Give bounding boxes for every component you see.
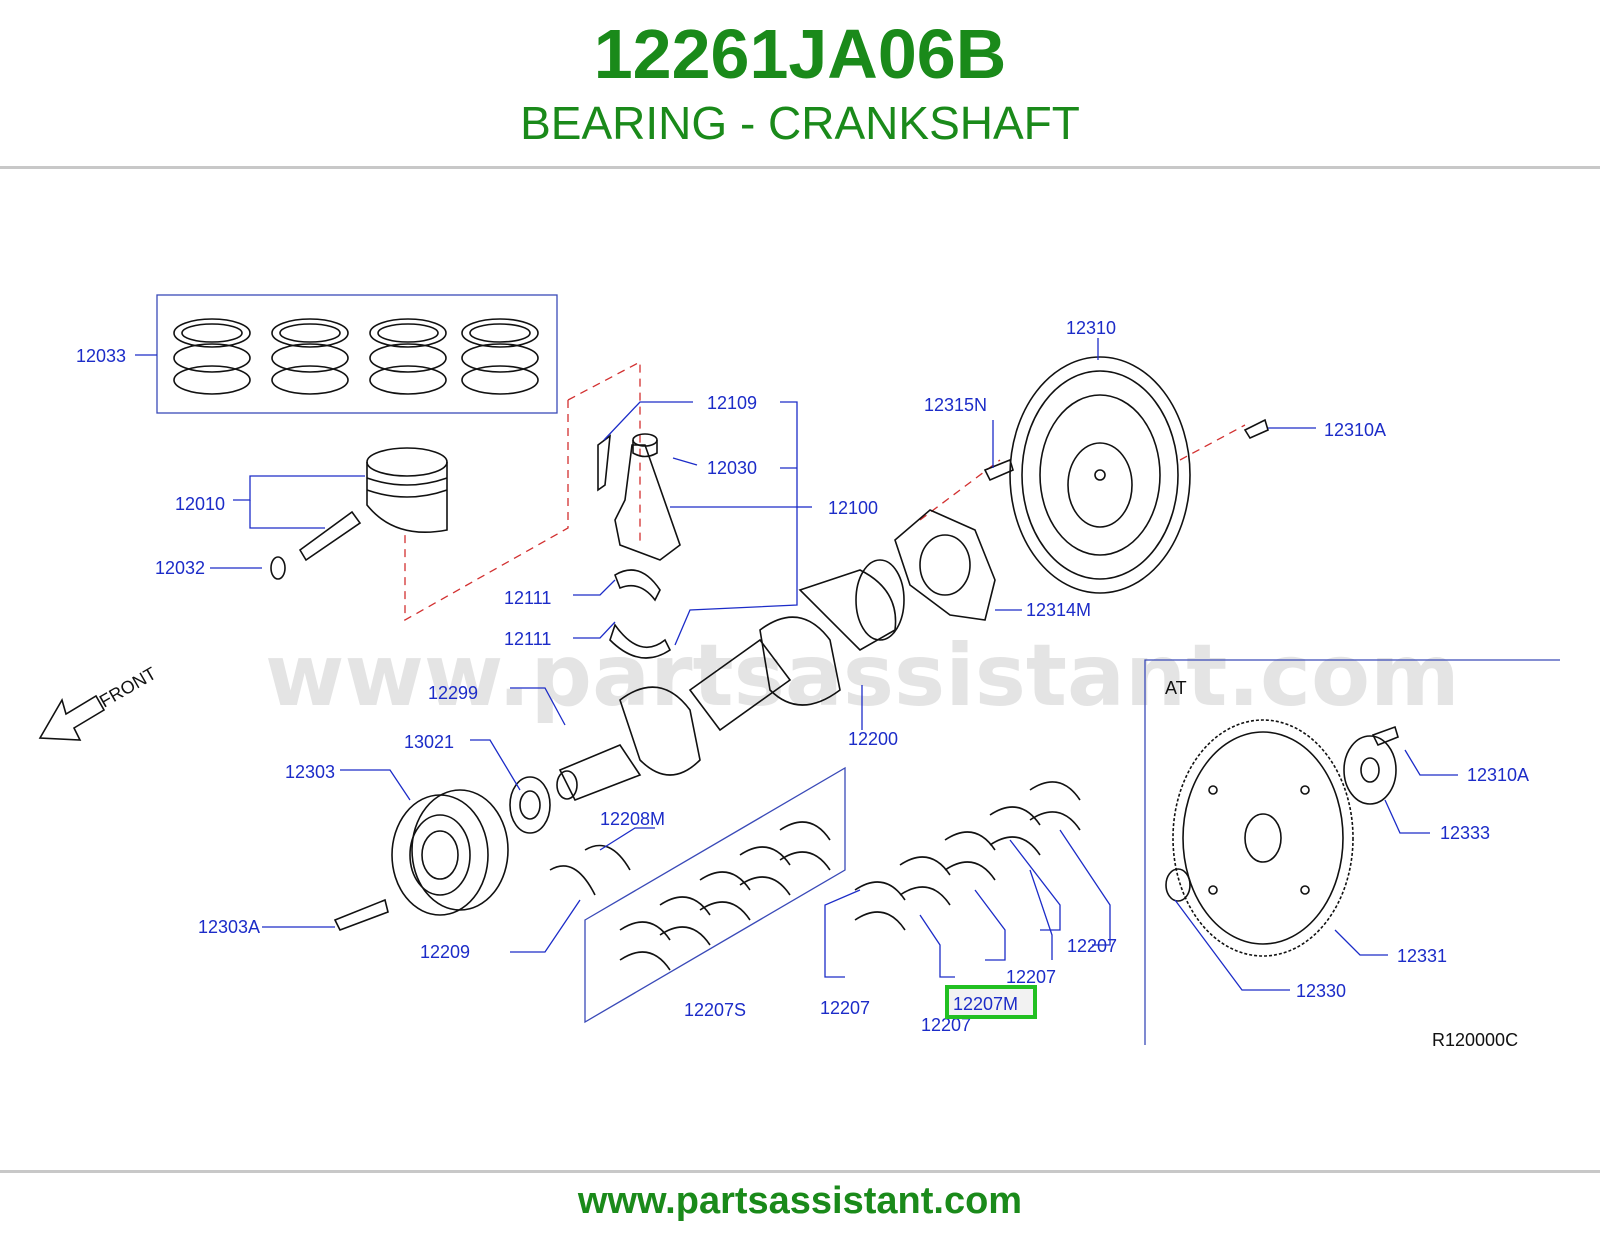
part-name-subtitle: BEARING - CRANKSHAFT [520,97,1080,149]
label-12315N[interactable]: 12315N [924,395,987,415]
piston-drawing [270,447,448,580]
crank-sprocket-drawing [509,776,551,834]
bolts-drawing [333,418,1399,932]
header-divider [0,166,1600,169]
bearing-set-box [584,766,846,1024]
piston-rings-drawing [173,318,539,395]
label-13021[interactable]: 13021 [404,732,454,752]
label-12208M[interactable]: 12208M [600,809,665,829]
label-12207-left[interactable]: 12207 [820,998,870,1018]
label-12032[interactable]: 12032 [155,558,205,578]
footer-divider [0,1170,1600,1173]
reference-code: R120000C [1432,1030,1518,1050]
label-12100[interactable]: 12100 [828,498,878,518]
bearing-set-drawing [619,821,831,971]
label-12331[interactable]: 12331 [1397,946,1447,966]
label-12209[interactable]: 12209 [420,942,470,962]
front-label: FRONT [96,663,160,711]
ring-set-box [156,294,558,414]
label-12111-lower[interactable]: 12111 [504,629,551,649]
label-12207S[interactable]: 12207S [684,1000,746,1020]
label-12299[interactable]: 12299 [428,683,478,703]
at-section-frame [1144,659,1560,1045]
label-12310A-at[interactable]: 12310A [1467,765,1529,785]
crank-pulley-drawing [391,789,509,916]
front-arrow-icon: FRONT [38,663,160,741]
label-12207-right[interactable]: 12207 [1067,936,1117,956]
label-12207-bottom[interactable]: 12207 [921,1015,971,1035]
reinforcement-plate-drawing [894,509,996,621]
label-12010[interactable]: 12010 [175,494,225,514]
plate-dashed-line [919,459,1001,521]
label-12303A[interactable]: 12303A [198,917,260,937]
leader-lines [135,338,1458,991]
label-12207-middle[interactable]: 12207 [1006,967,1056,987]
label-12030[interactable]: 12030 [707,458,757,478]
footer-url[interactable]: www.partsassistant.com [577,1180,1023,1222]
flywheel-bolt-dashed-line [1179,424,1246,461]
drive-plate-drawing [1165,719,1397,957]
label-12033[interactable]: 12033 [76,346,126,366]
label-12333[interactable]: 12333 [1440,823,1490,843]
crankshaft-drawing [556,559,905,802]
label-12111-upper[interactable]: 12111 [504,588,551,608]
label-12303[interactable]: 12303 [285,762,335,782]
label-12207M-highlighted[interactable]: 12207M [953,994,1018,1014]
connecting-rod-drawing [597,433,681,659]
label-12330[interactable]: 12330 [1296,981,1346,1001]
label-12310A[interactable]: 12310A [1324,420,1386,440]
label-12310[interactable]: 12310 [1066,318,1116,338]
label-12109[interactable]: 12109 [707,393,757,413]
at-section-label: AT [1165,678,1187,698]
assembly-dashed-outline [404,360,641,622]
main-bearings-drawing [854,781,1081,931]
part-number-title: 12261JA06B [593,15,1007,93]
flywheel-drawing [1009,356,1191,594]
thrust-washers-drawing [549,844,631,896]
label-12314M[interactable]: 12314M [1026,600,1091,620]
highlight-box [945,985,1037,1019]
label-12200[interactable]: 12200 [848,729,898,749]
